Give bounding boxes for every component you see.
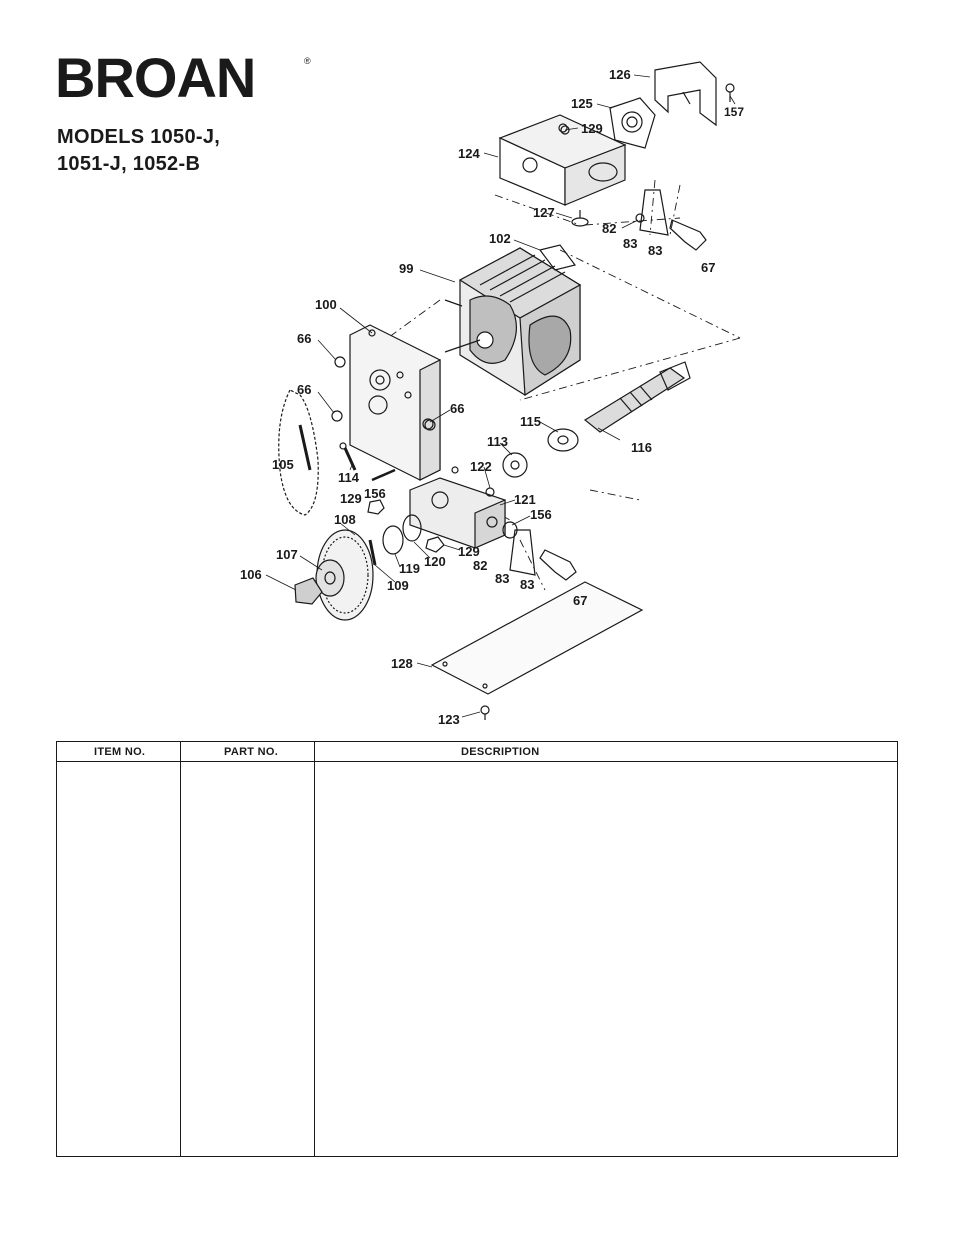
callout-67-bottom: 67 (573, 593, 587, 608)
callout-83-top-a: 83 (623, 236, 637, 251)
callout-156-right: 156 (530, 507, 552, 522)
callout-82-bottom: 82 (473, 558, 487, 573)
callout-116: 116 (631, 440, 652, 455)
callout-128: 128 (391, 656, 413, 671)
callout-107: 107 (276, 547, 298, 562)
nut-106 (294, 577, 323, 605)
callout-126: 126 (609, 67, 631, 82)
callout-102: 102 (489, 231, 511, 246)
callout-124: 124 (458, 146, 480, 161)
screw-157 (725, 83, 735, 102)
callout-157: 157 (724, 105, 744, 119)
chain-105 (278, 389, 319, 516)
pin-109 (368, 539, 377, 566)
nut-66-c (422, 418, 434, 430)
callout-109: 109 (387, 578, 409, 593)
bracket-126 (654, 61, 717, 127)
motor-cover-102 (538, 244, 577, 271)
exploded-parts-diagram: 126 157 125 129 124 127 82 83 83 67 102 … (240, 61, 744, 727)
nut-129-mid (425, 536, 445, 553)
callout-123: 123 (438, 712, 460, 727)
col-item-no: ITEM NO. (94, 746, 146, 758)
screw-156-left (371, 468, 396, 482)
col-description: DESCRIPTION (461, 746, 540, 758)
bushing-125 (609, 97, 656, 149)
callout-100: 100 (315, 297, 337, 312)
callout-82-top: 82 (602, 221, 616, 236)
callout-129-left: 129 (340, 491, 362, 506)
callout-105: 105 (272, 457, 294, 472)
table-header: ITEM NO. PART NO. DESCRIPTION (57, 742, 897, 762)
nut-122-b (451, 466, 459, 474)
bearing-assembly-top (635, 189, 707, 251)
callout-83-bottom-a: 83 (495, 571, 509, 586)
models-line-2: 1051-J, 1052-B (57, 153, 201, 175)
gear-plate-100 (349, 324, 441, 481)
brand-name: BROAN (55, 46, 256, 109)
models-title: MODELS 1050-J, 1051-J, 1052-B (57, 124, 220, 178)
nut-129-top (560, 125, 570, 135)
callout-115: 115 (520, 414, 541, 429)
col-part-no: PART NO. (224, 746, 279, 758)
washer-120 (402, 514, 422, 542)
callout-108: 108 (334, 512, 356, 527)
washer-113 (502, 452, 528, 478)
nut-66-b (331, 410, 343, 422)
parts-table: ITEM NO. PART NO. DESCRIPTION (56, 741, 898, 1157)
base-plate-128 (430, 581, 644, 695)
callout-66-b: 66 (297, 382, 311, 397)
models-line-1: MODELS 1050-J, (57, 126, 221, 148)
callout-122: 122 (470, 459, 492, 474)
nut-129-left (367, 499, 385, 515)
motor-99 (444, 247, 582, 397)
callout-114: 114 (338, 470, 360, 485)
callout-99: 99 (399, 261, 413, 276)
callout-83-top-b: 83 (648, 243, 662, 258)
bolt-114 (339, 442, 357, 471)
callout-67-top: 67 (701, 260, 715, 275)
registered-mark: ® (304, 56, 311, 66)
callout-156-left: 156 (364, 486, 386, 501)
callout-129-top: 129 (581, 121, 603, 136)
broan-logo: BROAN ® (55, 46, 315, 109)
callout-125: 125 (571, 96, 593, 111)
column-divider-1 (180, 742, 181, 1156)
column-divider-2 (314, 742, 315, 1156)
callout-129-mid: 129 (458, 544, 480, 559)
callout-121: 121 (514, 492, 536, 507)
housing-box-124 (498, 114, 627, 206)
washer-119 (382, 525, 404, 555)
bearing-assembly-bottom (509, 529, 577, 581)
callout-127: 127 (533, 205, 555, 220)
callout-120: 120 (424, 554, 446, 569)
foot-127 (571, 210, 589, 227)
nut-66-a (334, 356, 346, 368)
shaft-116 (583, 361, 691, 433)
callout-113: 113 (487, 434, 508, 449)
callout-66-c: 66 (450, 401, 464, 416)
screw-123 (480, 705, 490, 720)
callout-83-bottom-b: 83 (520, 577, 534, 592)
callout-66-a: 66 (297, 331, 311, 346)
pulley-107 (315, 559, 345, 597)
callout-119: 119 (399, 561, 420, 576)
callout-106: 106 (240, 567, 262, 582)
washer-115 (547, 428, 579, 452)
